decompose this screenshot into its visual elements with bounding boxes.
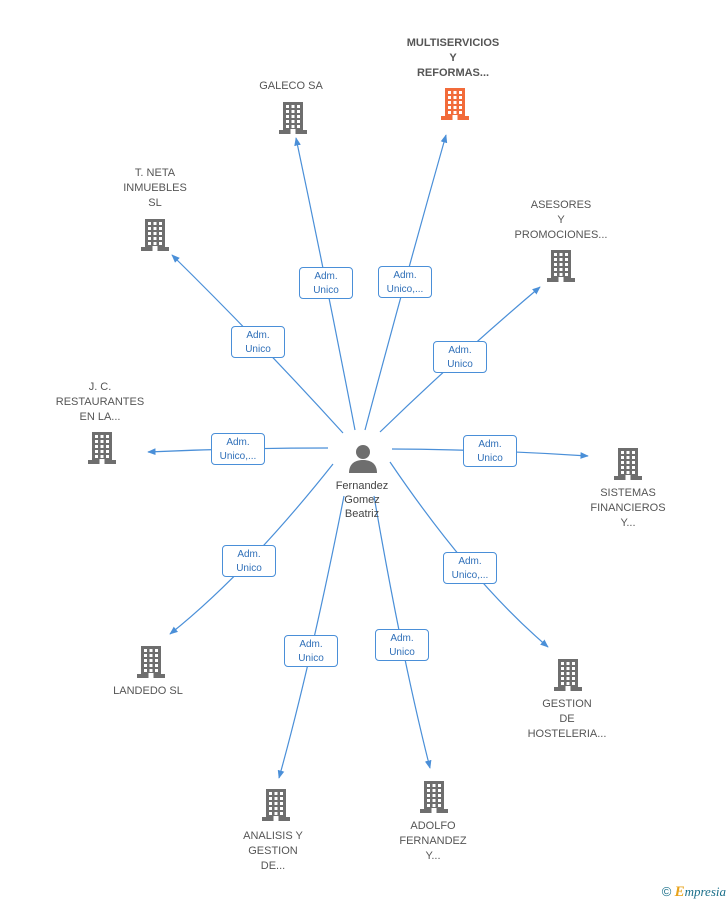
company-name: LANDEDO SL (83, 684, 213, 699)
company-name-line: ADOLFO (410, 820, 456, 832)
company-name: MULTISERVICIOS Y REFORMAS... (388, 36, 518, 81)
person-icon (349, 445, 377, 473)
company-name-line: GESTION (542, 698, 592, 710)
building-icon (88, 432, 116, 464)
building-icon (441, 88, 469, 120)
company-name-line: Y... (620, 517, 636, 529)
role-label-line: Adm. (478, 439, 502, 450)
building-icon (420, 781, 448, 813)
company-name-line: Y (557, 214, 565, 226)
building-icon-wrap (262, 787, 290, 826)
copyright-icon: © (661, 884, 672, 899)
company-name-line: FERNANDEZ (399, 835, 467, 847)
role-label-line: Unico (298, 653, 324, 664)
role-label-line: Adm. (226, 437, 250, 448)
company-name-line: Y (449, 52, 457, 64)
role-label-line: Unico,... (451, 570, 489, 581)
building-icon-wrap (420, 779, 448, 818)
role-label[interactable]: Adm. Unico (299, 267, 353, 299)
role-label-line: Adm. (237, 549, 261, 560)
company-name-line: Y... (425, 850, 441, 862)
building-icon-wrap (88, 430, 116, 469)
brand-initial: E (674, 884, 685, 900)
role-label-line: Unico (236, 563, 262, 574)
company-name-line: DE... (260, 860, 286, 872)
company-name-line: MULTISERVICIOS (406, 37, 500, 49)
company-name: J. C. RESTAURANTES EN LA... (35, 380, 165, 425)
role-label[interactable]: Adm. Unico,... (378, 266, 432, 298)
role-label-line: Unico (313, 285, 339, 296)
company-name: SISTEMAS FINANCIEROS Y... (563, 486, 693, 531)
company-name-line: ASESORES (530, 199, 592, 211)
role-label[interactable]: Adm. Unico (375, 629, 429, 661)
building-icon (137, 646, 165, 678)
role-label-line: Unico (447, 359, 473, 370)
company-name: GALECO SA (226, 79, 356, 94)
role-label-line: Adm. (299, 639, 323, 650)
company-name-line: FINANCIEROS (590, 502, 666, 514)
company-name-line: GESTION (248, 845, 298, 857)
company-name: GESTION DE HOSTELERIA... (502, 697, 632, 742)
company-name-line: J. C. (88, 381, 112, 393)
role-label[interactable]: Adm. Unico (231, 326, 285, 358)
company-name-line: HOSTELERIA... (527, 728, 607, 740)
role-label-line: Unico,... (386, 284, 424, 295)
building-icon-wrap (137, 644, 165, 683)
role-label-line: Adm. (390, 633, 414, 644)
role-label-line: Adm. (246, 330, 270, 341)
company-name: T. NETA INMUEBLES SL (90, 166, 220, 211)
building-icon (141, 219, 169, 251)
company-name-line: ANALISIS Y (243, 830, 303, 842)
company-name-line: REFORMAS... (416, 67, 490, 79)
company-name-line: GALECO SA (259, 80, 323, 92)
company-name-line: EN LA... (79, 411, 121, 423)
company-name-line: PROMOCIONES... (514, 229, 608, 241)
role-label-line: Adm. (393, 270, 417, 281)
role-label-line: Unico (245, 344, 271, 355)
company-name-line: LANDEDO SL (113, 685, 183, 697)
company-name: ASESORES Y PROMOCIONES... (496, 198, 626, 243)
building-icon-wrap (441, 86, 469, 125)
brand-name: mpresia (684, 884, 726, 899)
building-icon-wrap (614, 446, 642, 485)
building-icon-wrap (141, 217, 169, 256)
building-icon (262, 789, 290, 821)
role-label-line: Unico,... (219, 451, 257, 462)
building-icon-wrap (554, 657, 582, 696)
role-label-line: Unico (477, 453, 503, 464)
company-name-line: INMUEBLES (123, 182, 187, 194)
building-icon (554, 659, 582, 691)
company-name-line: T. NETA (134, 167, 176, 179)
role-label-line: Adm. (314, 271, 338, 282)
building-icon (614, 448, 642, 480)
role-label[interactable]: Adm. Unico (284, 635, 338, 667)
company-name: ADOLFO FERNANDEZ Y... (368, 819, 498, 864)
company-name: ANALISIS Y GESTION DE... (208, 829, 338, 874)
role-label[interactable]: Adm. Unico (222, 545, 276, 577)
building-icon (279, 102, 307, 134)
role-label[interactable]: Adm. Unico,... (443, 552, 497, 584)
company-name-line: SL (148, 197, 162, 209)
role-label-line: Unico (389, 647, 415, 658)
company-name-line: RESTAURANTES (55, 396, 145, 408)
brand-watermark: © Empresia (662, 884, 726, 901)
role-label-line: Adm. (448, 345, 472, 356)
building-icon-wrap (547, 248, 575, 287)
role-label[interactable]: Adm. Unico,... (211, 433, 265, 465)
center-person-name: Fernandez Gomez Beatriz (335, 480, 389, 520)
role-label[interactable]: Adm. Unico (433, 341, 487, 373)
building-icon-wrap (279, 100, 307, 139)
company-name-line: DE (559, 713, 575, 725)
company-name-line: SISTEMAS (600, 487, 656, 499)
role-label[interactable]: Adm. Unico (463, 435, 517, 467)
building-icon (547, 250, 575, 282)
role-label-line: Adm. (458, 556, 482, 567)
